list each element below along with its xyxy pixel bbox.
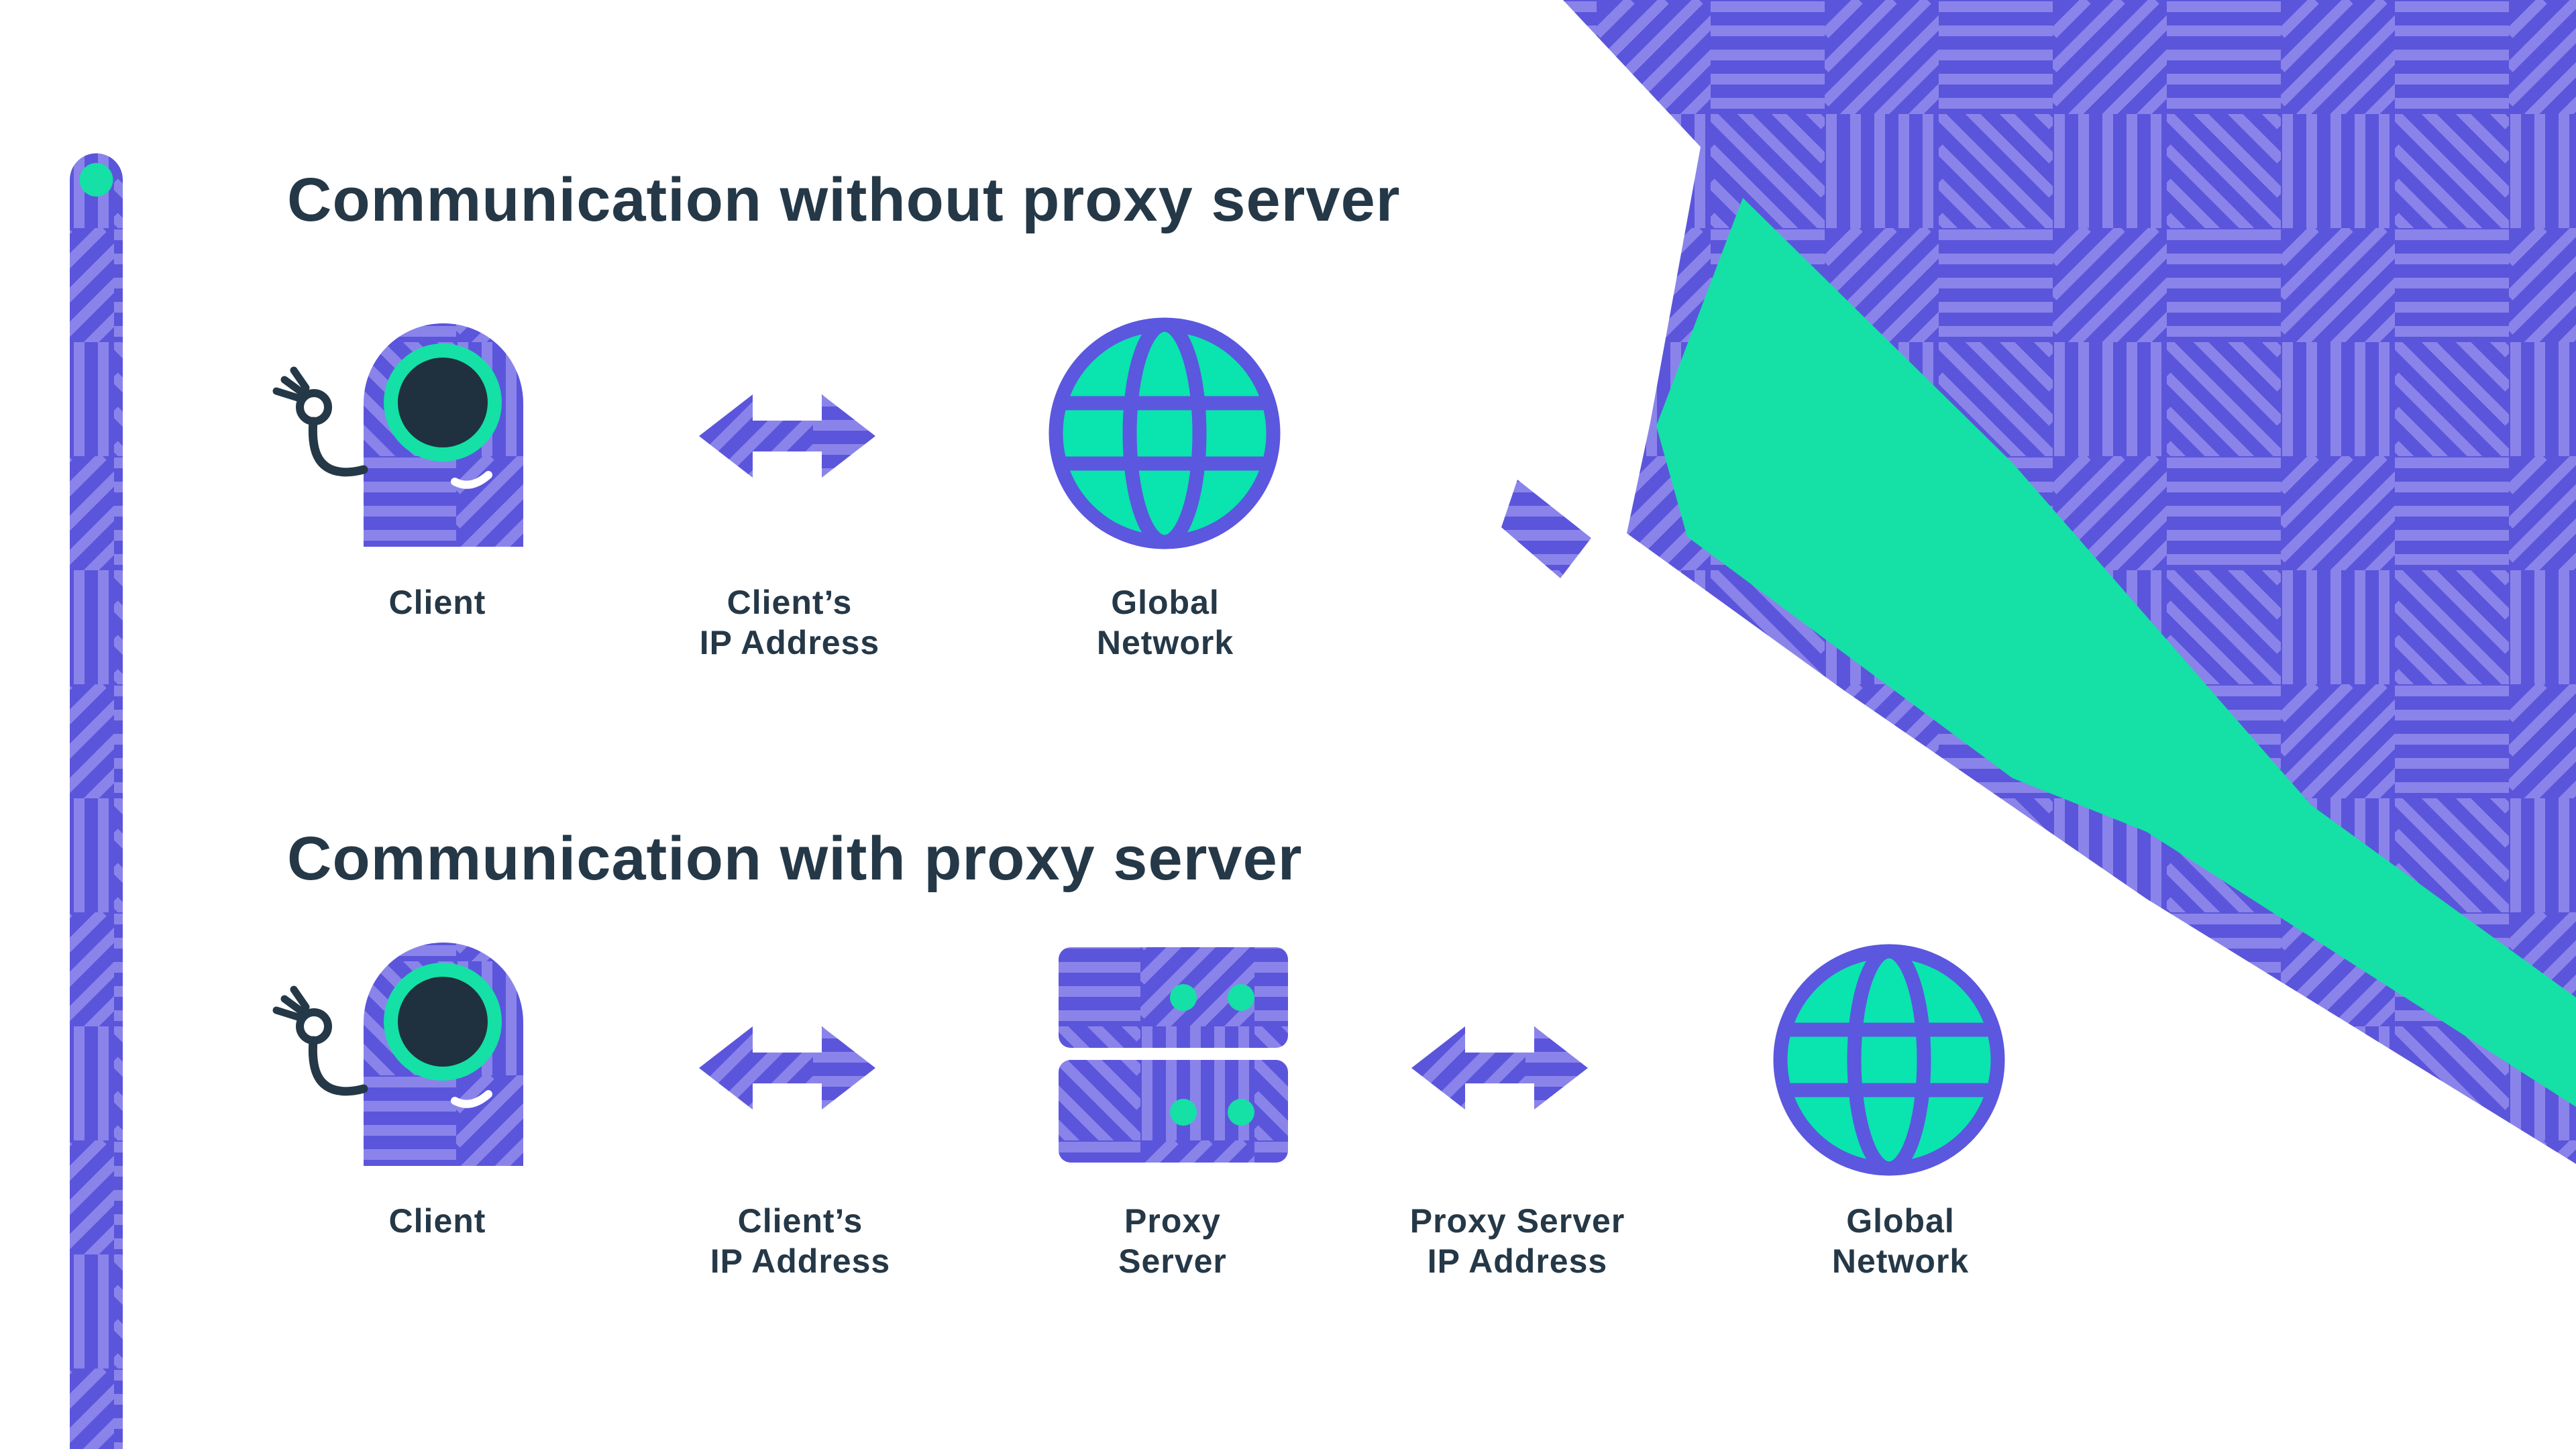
label-line: Client [388, 584, 486, 621]
label-line: Global [1846, 1202, 1955, 1240]
double-arrow-icon [1411, 1026, 1588, 1110]
label-line: Proxy Server [1409, 1202, 1625, 1240]
ribbon-purple-sliver [1501, 480, 1591, 578]
label-client: Client [389, 1201, 486, 1241]
corner-ribbon-decoration [1501, 0, 2576, 1164]
globe-icon [1056, 325, 1273, 542]
section-title-without-proxy: Communication without proxy server [287, 166, 1401, 234]
double-arrow-icon [699, 394, 875, 478]
label-proxy-server-ip-address: Proxy Server IP Address [1410, 1201, 1625, 1281]
client-mascot-icon [276, 943, 523, 1166]
label-line: Server [1118, 1242, 1227, 1280]
label-global-network: Global Network [1097, 582, 1234, 663]
section-title-with-proxy: Communication with proxy server [287, 824, 1303, 893]
ribbon-green-band [1656, 198, 2576, 1107]
label-line: IP Address [1427, 1242, 1608, 1280]
label-line: Network [1831, 1242, 1970, 1280]
label-line: IP Address [710, 1242, 891, 1280]
label-line: Global [1111, 584, 1220, 621]
label-proxy-server: Proxy Server [1118, 1201, 1227, 1281]
label-line: IP Address [699, 624, 880, 661]
label-line: Client’s [727, 584, 853, 621]
double-arrow-icon [699, 1026, 875, 1110]
label-clients-ip-address: Client’s IP Address [700, 582, 879, 663]
label-line: Network [1096, 624, 1234, 661]
label-clients-ip-address: Client’s IP Address [710, 1201, 890, 1281]
label-line: Client [388, 1202, 486, 1240]
label-line: Proxy [1124, 1202, 1221, 1240]
proxy-server-icon [1059, 947, 1288, 1163]
label-global-network: Global Network [1832, 1201, 1969, 1281]
label-client: Client [389, 582, 486, 623]
label-line: Client’s [737, 1202, 863, 1240]
globe-icon [1780, 951, 1998, 1169]
left-stripe-bar [70, 153, 123, 1449]
client-mascot-icon [276, 323, 523, 547]
green-dot [79, 163, 113, 197]
